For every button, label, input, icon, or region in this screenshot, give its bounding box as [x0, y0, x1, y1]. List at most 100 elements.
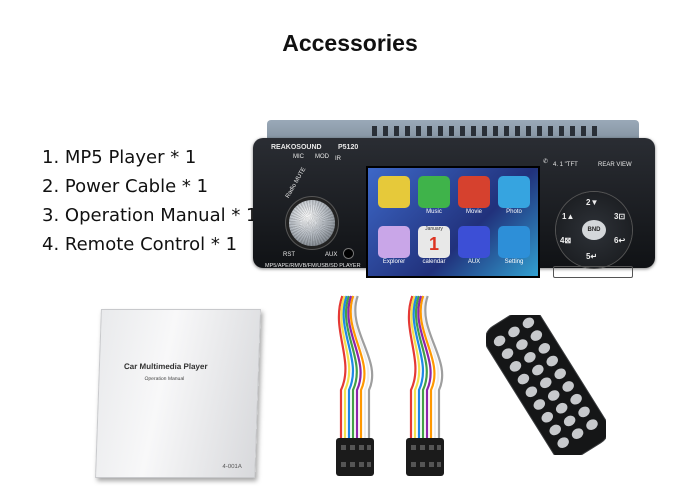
movie-app-label: Movie [465, 209, 482, 215]
touch-screen[interactable]: Music Movie Photo Explorer January 1 cal… [366, 166, 540, 278]
music-app-icon[interactable] [418, 176, 450, 208]
mic-label: MIC [293, 154, 304, 160]
remote-button[interactable] [560, 379, 575, 394]
list-item: 2. Power Cable * 1 [42, 176, 209, 197]
band-button[interactable]: BND [582, 220, 606, 240]
remote-button[interactable] [552, 366, 567, 381]
mod-button[interactable]: MOD [315, 154, 329, 160]
remote-button[interactable] [530, 363, 545, 378]
setting-app-icon[interactable] [498, 226, 530, 258]
rear-view-label: REAR VIEW [598, 162, 632, 168]
wire-harness-right [407, 295, 444, 440]
wire [414, 295, 428, 440]
remote-button[interactable] [540, 410, 555, 425]
wire [419, 295, 436, 440]
mute-button[interactable]: Radio MUTE [284, 166, 308, 200]
wire [410, 295, 421, 440]
list-item: 4. Remote Control * 1 [42, 234, 238, 255]
connector-left [336, 438, 374, 476]
remote-button[interactable] [529, 328, 544, 343]
explorer-app-icon[interactable] [378, 226, 410, 258]
player-format-label: MP5/APE/RMVB/FM/USB/SD PLAYER [265, 263, 361, 269]
remote-button[interactable] [545, 354, 560, 369]
radio-app-icon[interactable] [378, 176, 410, 208]
remote-button[interactable] [538, 375, 553, 390]
calendar-app-label: calendar [422, 259, 446, 265]
photo-app-icon[interactable] [498, 176, 530, 208]
remote-button[interactable] [522, 350, 537, 365]
remote-button[interactable] [492, 333, 507, 348]
manual-subtitle: Operation Manual [144, 376, 185, 382]
movie-app-icon[interactable] [458, 176, 490, 208]
remote-button[interactable] [508, 359, 523, 374]
wire [351, 295, 370, 440]
aux-app-label: AUX [467, 259, 481, 265]
wire [417, 295, 432, 440]
wire [354, 295, 374, 440]
mp5-player: REAKOSOUND P5120 MIC MOD IR Radio MUTE R… [253, 120, 655, 278]
wire [412, 295, 425, 440]
remote-button[interactable] [568, 392, 583, 407]
wire [340, 295, 351, 440]
vent-grille [372, 126, 602, 136]
remote-button[interactable] [524, 384, 539, 399]
wire [347, 295, 362, 440]
remote-button[interactable] [506, 324, 521, 339]
remote-button[interactable] [576, 405, 591, 420]
remote-button[interactable] [537, 341, 552, 356]
key-2[interactable]: 2▼ [586, 198, 599, 207]
list-item: 1. MP5 Player * 1 [42, 147, 197, 168]
brand-label: REAKOSOUND [271, 144, 322, 151]
volume-knob[interactable] [289, 200, 335, 246]
calendar-month: January [425, 226, 443, 232]
remote-keypad [492, 315, 599, 450]
wire [421, 295, 440, 440]
remote-button[interactable] [554, 401, 569, 416]
calendar-day: 1 [428, 234, 439, 254]
list-item: 3. Operation Manual * 1 [42, 205, 258, 226]
aux-app-icon[interactable] [458, 226, 490, 258]
remote-control [486, 315, 606, 455]
key-6[interactable]: 6↩ [614, 236, 626, 245]
music-app-label: Music [426, 209, 442, 215]
remote-button[interactable] [584, 417, 599, 432]
remote-button[interactable] [532, 397, 547, 412]
page-title: Accessories [282, 30, 418, 56]
player-faceplate: REAKOSOUND P5120 MIC MOD IR Radio MUTE R… [253, 138, 655, 278]
wire [337, 295, 347, 440]
power-cable [336, 295, 444, 476]
calendar-app-icon[interactable]: January 1 [418, 226, 450, 258]
remote-button[interactable] [500, 346, 515, 361]
rst-button[interactable]: RST [283, 252, 295, 258]
wire [407, 295, 417, 440]
remote-button[interactable] [562, 414, 577, 429]
remote-button[interactable] [546, 388, 561, 403]
setting-app-label: Setting [504, 259, 524, 265]
operation-manual: Car Multimedia Player Operation Manual 4… [95, 309, 261, 478]
photo-app-label: Photo [506, 209, 522, 215]
remote-button[interactable] [516, 372, 531, 387]
key-3[interactable]: 3⊡ [614, 212, 626, 221]
phone-icon[interactable]: ✆ [543, 159, 549, 165]
model-label: P5120 [338, 144, 359, 151]
explorer-app-label: Explorer [382, 259, 406, 265]
wire [424, 295, 444, 440]
aux-port [343, 248, 354, 259]
key-5[interactable]: 5↵ [586, 252, 598, 261]
aux-port-label: AUX [325, 252, 338, 258]
remote-button[interactable] [555, 435, 570, 450]
wire [342, 295, 355, 440]
remote-button[interactable] [547, 423, 562, 438]
remote-button[interactable] [570, 426, 585, 441]
manual-code: 4-001A [222, 464, 242, 470]
wire-harness-left [337, 295, 374, 440]
remote-button[interactable] [514, 337, 529, 352]
remote-button[interactable] [521, 315, 536, 330]
wire [344, 295, 358, 440]
connector-right [406, 438, 444, 476]
key-4[interactable]: 4⊠ [560, 236, 572, 245]
key-1[interactable]: 1▲ [562, 212, 575, 221]
manual-title: Car Multimedia Player [123, 362, 208, 371]
wire [349, 295, 366, 440]
screen-size-label: 4. 1 "TFT [553, 162, 578, 168]
